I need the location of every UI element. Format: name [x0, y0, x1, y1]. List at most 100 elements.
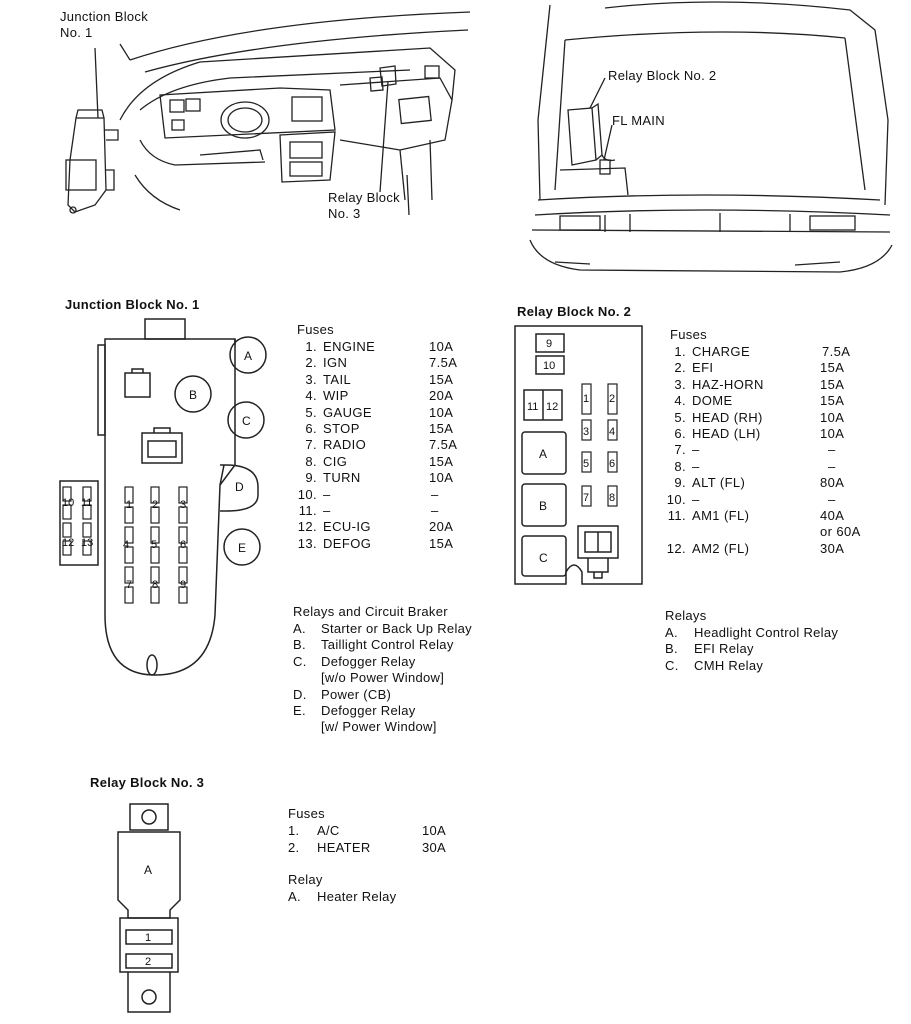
- rb2-diagram: A B C 1 2 3 4 5 6 7 8 9 10 11 12: [510, 322, 660, 592]
- engine-label-flmain: FL MAIN: [612, 113, 665, 128]
- jb1-relay-text: Power (CB): [321, 686, 392, 702]
- jb1-fuse-5: 5: [151, 539, 157, 551]
- rb2-relay-letter: B.: [665, 641, 678, 657]
- rb2-fuse-row: 9.ALT (FL)80A: [674, 475, 845, 491]
- jb1-relay-letter: A.: [293, 621, 306, 636]
- rb2-relay-a: A: [539, 447, 547, 461]
- rb2-relay-list: A. Headlight Control Relay B. EFI Relay …: [665, 625, 885, 685]
- rb2-relay-text: Headlight Control Relay: [694, 625, 839, 640]
- rb2-fuse-10: 10: [543, 360, 555, 372]
- jb1-relay-c: C: [242, 414, 251, 428]
- jb1-fuses-heading: Fuses: [297, 322, 334, 337]
- rb2-fuse-8: 8: [609, 492, 615, 504]
- rb2-fuse-4: 4: [609, 426, 615, 438]
- jb1-fuse-11: 11: [81, 497, 92, 509]
- jb1-fuse-9: 9: [180, 579, 186, 591]
- jb1-fuse-12: 12: [62, 537, 74, 549]
- rb3-fuse-name: A/C: [317, 823, 340, 838]
- rb3-fuse-num: 2.: [288, 840, 300, 855]
- jb1-relay-list: A. Starter or Back Up Relay B. Taillight…: [293, 621, 523, 741]
- rb2-fuse-row: 8.––: [674, 458, 836, 474]
- rb3-diagram: A 1 2: [110, 800, 190, 1022]
- rb2-fuse-row: 5.HEAD (RH)10A: [674, 409, 845, 425]
- jb1-relay-text: [w/o Power Window]: [321, 670, 445, 686]
- jb1-relay-text: Defogger Relay: [321, 653, 416, 669]
- rb2-fuse-11: 11: [527, 401, 538, 413]
- rb2-fuse-6: 6: [609, 458, 615, 470]
- jb1-fuse-row: 10.––: [297, 486, 439, 502]
- jb1-relay-letter: C.: [293, 653, 307, 669]
- jb1-fuse-8: 8: [152, 579, 158, 591]
- rb2-fuse-9: 9: [546, 338, 552, 350]
- dashboard-drawing: [65, 11, 471, 216]
- jb1-fuse-3: 3: [180, 499, 186, 511]
- rb2-fuse-2: 2: [609, 393, 615, 405]
- jb1-fuse-10: 10: [62, 497, 74, 509]
- rb3-fuse-2: 2: [145, 956, 151, 968]
- jb1-relay-letter: B.: [293, 637, 306, 653]
- jb1-fuse-6: 6: [180, 539, 186, 551]
- rb2-fuse-row: 12.AM2 (FL)30A: [666, 540, 845, 556]
- rb2-diagram-svg: A B C 1 2 3 4 5 6 7 8 9 10 11 12: [514, 325, 643, 585]
- rb3-fuses-heading: Fuses: [288, 806, 325, 821]
- rb2-fuse-row: 6.HEAD (LH)10A: [674, 426, 845, 441]
- rb3-relay-list: A. Heater Relay: [288, 889, 488, 907]
- jb1-relay-d: D: [235, 480, 244, 494]
- rb2-fuse-1: 1: [583, 393, 589, 405]
- rb2-fuse-7: 7: [583, 492, 589, 504]
- jb1-relay-a: A: [244, 349, 252, 363]
- rb2-relay-text: CMH Relay: [694, 657, 764, 673]
- jb1-diagram-svg: A B C D E 1 2 3 4 5 6 7 8 9 10 11 12 13: [59, 318, 267, 676]
- rb3-fuse-1: 1: [145, 932, 151, 944]
- engine-bay-illustration: Relay Block No. 2 FL MAIN: [520, 0, 911, 290]
- dash-label-jb1-line2: No. 1: [60, 25, 93, 40]
- rb2-fuses-heading: Fuses: [670, 327, 707, 342]
- jb1-relay-letter: E.: [293, 703, 306, 718]
- rb3-fuse-amp: 30A: [422, 840, 447, 855]
- rb3-fuse-num: 1.: [288, 823, 300, 838]
- rb2-relay-c: C: [539, 551, 548, 565]
- rb3-fuse-name: HEATER: [317, 840, 371, 855]
- jb1-fuse-row: 11.––: [298, 503, 439, 518]
- rb3-fuse-list: 1. A/C 10A 2. HEATER 30A: [288, 823, 488, 859]
- jb1-relay-text: Taillight Control Relay: [321, 637, 454, 653]
- rb2-fuse-row: 10.––: [666, 491, 836, 507]
- jb1-relay-text: Defogger Relay: [321, 703, 416, 718]
- jb1-fuse-13: 13: [81, 537, 93, 549]
- rb2-title: Relay Block No. 2: [517, 304, 632, 319]
- rb2-fuse-12: 12: [546, 401, 558, 413]
- dash-label-rb3-line1: Relay Block: [328, 190, 400, 205]
- engine-bay-drawing: [529, 1, 893, 273]
- rb3-fuse-amp: 10A: [422, 823, 447, 838]
- rb3-relay-letter: A.: [288, 889, 301, 904]
- rb2-fuse-3: 3: [583, 426, 589, 438]
- jb1-relay-letter: D.: [293, 686, 307, 702]
- rb3-title: Relay Block No. 3: [90, 775, 205, 790]
- rb2-fuse-5: 5: [583, 458, 589, 470]
- dashboard-illustration: Junction Block No. 1 Relay Block No. 3: [0, 0, 480, 240]
- jb1-fuse-2: 2: [152, 499, 158, 511]
- jb1-relay-b: B: [189, 388, 197, 402]
- rb3-relays-heading: Relay: [288, 872, 323, 887]
- jb1-relays-heading: Relays and Circuit Braker: [293, 604, 448, 619]
- jb1-relay-text: [w/ Power Window]: [321, 719, 437, 735]
- dash-label-rb3-line2: No. 3: [328, 206, 361, 221]
- jb1-title: Junction Block No. 1: [65, 297, 200, 312]
- rb3-relay-a: A: [144, 863, 152, 877]
- jb1-diagram: A B C D E 1 2 3 4 5 6 7 8 9 10 11 12 13: [50, 315, 280, 695]
- rb3-diagram-svg: A 1 2: [117, 803, 181, 1013]
- rb2-relays-heading: Relays: [665, 608, 707, 623]
- dash-label-jb1-line1: Junction Block: [60, 9, 149, 24]
- rb2-relay-letter: A.: [665, 625, 678, 640]
